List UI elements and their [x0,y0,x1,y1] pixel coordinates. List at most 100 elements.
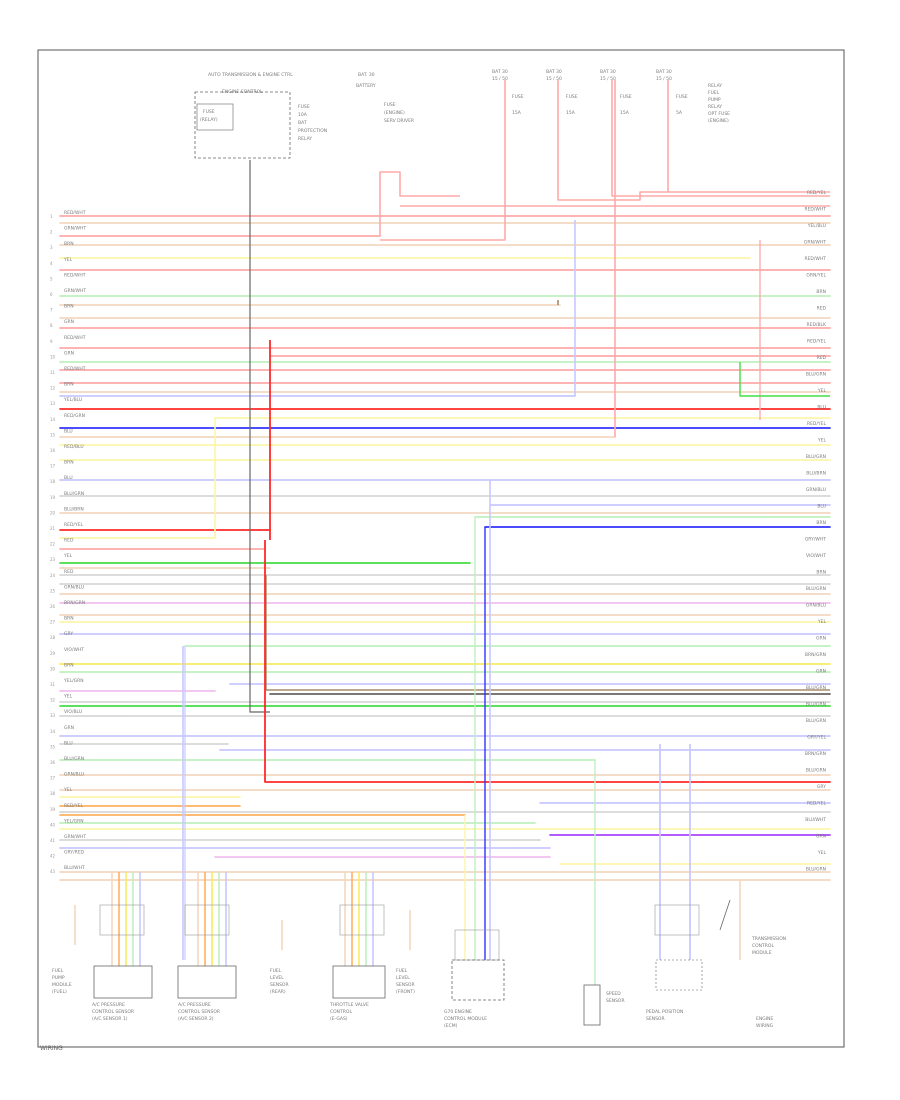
battery-line-4: (ENGINE) [384,110,405,116]
labels-left-item-18: BLU [64,475,73,481]
labels-left-item-41: GRN/WHT [64,834,86,840]
battery-line-3: FUSE [384,102,396,108]
labels-right-item-12: BLU/GRN [806,372,826,378]
fuse-2-line-4: 15A [566,110,576,116]
comp-7-line-3: (ECM) [444,1023,458,1029]
connector-1 [99,904,145,936]
labels-left-item-25: GRN/BLU [64,584,84,590]
labels-left-item-32: YEL [63,694,73,700]
fuel-level-sensor-rear: FUEL LEVEL SENSOR (REAR) [270,968,289,995]
comp-11-line-2: WIRING [756,1023,774,1029]
labels-left-item-42: GRY/RED [64,850,85,856]
labels-left-item-6: GRN/WHT [64,288,86,294]
left-pin-31: 31 [50,682,56,687]
left-pin-3: 3 [50,245,53,250]
wire-73 [380,80,506,241]
left-pin-34: 34 [50,729,56,734]
comp-3-line-3: (A/C SENSOR 2) [178,1016,214,1022]
right-wire-labels: RED/YELRED/WHTYEL/BLUGRN/WHTRED/WHTGRN/Y… [804,190,827,873]
comp-6-line-3: SENSOR [396,982,415,988]
labels-left-item-19: BLU/GRN [64,491,84,497]
fuel-pump-module: FUEL PUMP MODULE (FUEL) [52,968,72,995]
wire-83 [249,160,270,713]
left-pin-42: 42 [50,854,56,859]
labels-right-item-5: RED/WHT [804,256,826,262]
comp-4-line-4: (REAR) [270,989,286,995]
wire-116 [719,899,731,931]
connector-2 [184,904,230,936]
left-pin-39: 39 [50,807,56,812]
connector-3 [339,904,385,936]
comp-9-line-1: PEDAL POSITION [646,1009,683,1015]
labels-right-item-33: BLU/GRN [806,718,826,724]
labels-left-item-12: BRN [64,382,74,388]
labels-left-item-33: VIO/BLU [64,709,82,715]
ac-pressure-sensor-1: A/C PRESSURE CONTROL SENSOR (A/C SENSOR … [92,965,153,1022]
labels-left-item-10: GRN [64,350,74,356]
labels-left-item-21: RED/YEL [64,522,84,528]
left-pin-10: 10 [50,354,56,359]
module-title: AUTO TRANSMISSION & ENGINE CTRL [208,72,293,78]
fuse-1-line-3: FUSE [512,94,524,100]
labels-left-item-40: YEL/GRN [63,818,84,824]
labels-right-item-29: BRN/GRN [805,652,826,658]
labels-right-item-10: RED/YEL [807,339,827,345]
labels-left-item-17: BRN [64,460,74,466]
diagram-credit: WIRING [40,1045,63,1052]
side-line-1: FUSE [298,104,310,110]
comp-4-line-3: SENSOR [270,982,289,988]
left-pin-19: 19 [50,495,56,500]
relay-label: (RELAY) [200,117,218,123]
throttle-valve-control: THROTTLE VALVE CONTROL (E-GAS) [329,965,386,1022]
engine-control-module-box [194,91,291,159]
right-block-line-3: PUMP [708,97,721,103]
battery-line-1: BAT. 30 [358,72,375,78]
ecm-body [451,959,505,1001]
battery-line-2: BATTERY [356,83,376,89]
labels-left-item-30: BRN [64,662,74,668]
side-line-3: BAT [298,120,307,126]
comp-5-line-1: THROTTLE VALVE [329,1002,369,1008]
labels-left-item-8: GRN [64,319,74,325]
comp-6-line-2: LEVEL [396,975,410,981]
left-pin-14: 14 [50,417,56,422]
fuel-level-sensor-front: FUEL LEVEL SENSOR (FRONT) [396,968,415,995]
left-pin-20: 20 [50,510,56,515]
labels-right-item-18: BLU/BRN [806,471,826,477]
comp-2-line-3: (A/C SENSOR 1) [92,1016,128,1022]
relay-fuse-label: FUSE [203,109,215,115]
left-pin-9: 9 [50,339,53,344]
labels-right-item-14: BLU [817,405,826,411]
labels-left-item-37: GRN/BLU [64,772,84,778]
wire-layer-generated [59,80,831,985]
fuse-2-line-1: BAT 30 [546,69,562,75]
fuse-4-line-2: 15 / 50 [656,76,672,82]
comp-11-line-1: ENGINE [756,1016,773,1022]
left-pin-29: 29 [50,651,56,656]
side-line-2: 10A [298,112,308,118]
left-pin-5: 5 [50,276,53,281]
left-pin-25: 25 [50,588,56,593]
side-line-4: PROTECTION [298,128,327,134]
connector-4 [454,929,500,961]
wire-84 [265,575,830,691]
labels-right-item-15: RED/YEL [807,421,827,427]
labels-right-item-13: YEL [817,388,827,394]
labels-left-item-1: RED/WHT [64,210,86,216]
right-block-line-1: RELAY [708,83,722,89]
comp-9-line-2: SENSOR [646,1016,665,1022]
comp-4-line-1: FUEL [270,968,282,974]
labels-right-item-34: GRY/YEL [807,735,826,741]
left-pin-2: 2 [50,230,53,235]
labels-right-item-17: BLU/GRN [806,454,826,460]
speed-sensor: SPEED SENSOR [583,984,625,1026]
comp-2-line-2: CONTROL SENSOR [92,1009,134,1015]
comp-1-line-2: PUMP [52,975,65,981]
left-pin-11: 11 [50,370,56,375]
left-pin-30: 30 [50,666,56,671]
comp-5-line-2: CONTROL [330,1009,352,1015]
fuse-3-line-2: 15 / 50 [600,76,616,82]
comp-8-line-2: SENSOR [606,998,625,1004]
comp-7-line-2: CONTROL MODULE [444,1016,487,1022]
